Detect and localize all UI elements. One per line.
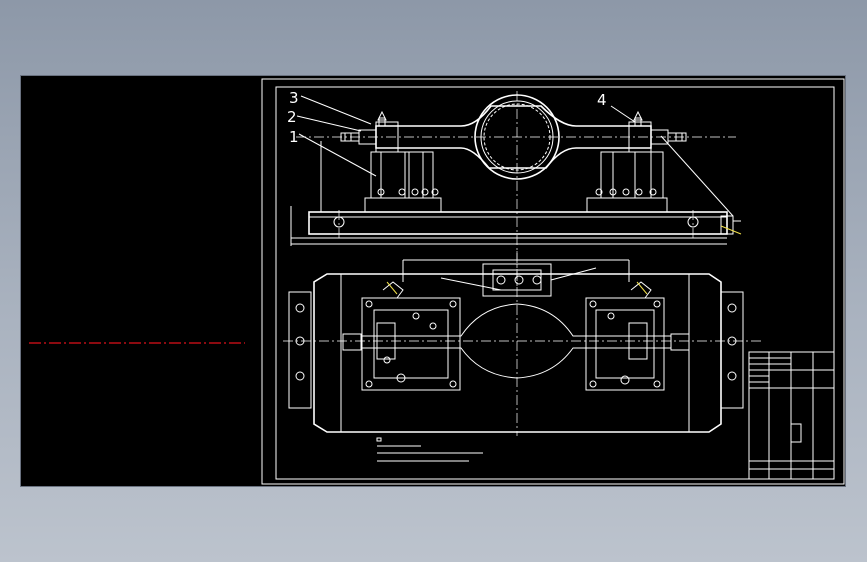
- top-view: [283, 251, 761, 436]
- callout-3: 3: [289, 89, 299, 107]
- callout-4: 4: [597, 91, 607, 109]
- technical-notes: [376, 437, 483, 462]
- callout-2: 2: [287, 108, 297, 126]
- assembly-drawing: 3 2 1 4: [29, 78, 845, 485]
- callout-1: 1: [289, 128, 299, 146]
- cad-viewport[interactable]: 3 2 1 4: [20, 75, 846, 487]
- title-block: [748, 351, 835, 480]
- sheet-outer-border: [261, 78, 845, 485]
- sheet-inner-border: [275, 86, 835, 480]
- front-view: [290, 91, 742, 286]
